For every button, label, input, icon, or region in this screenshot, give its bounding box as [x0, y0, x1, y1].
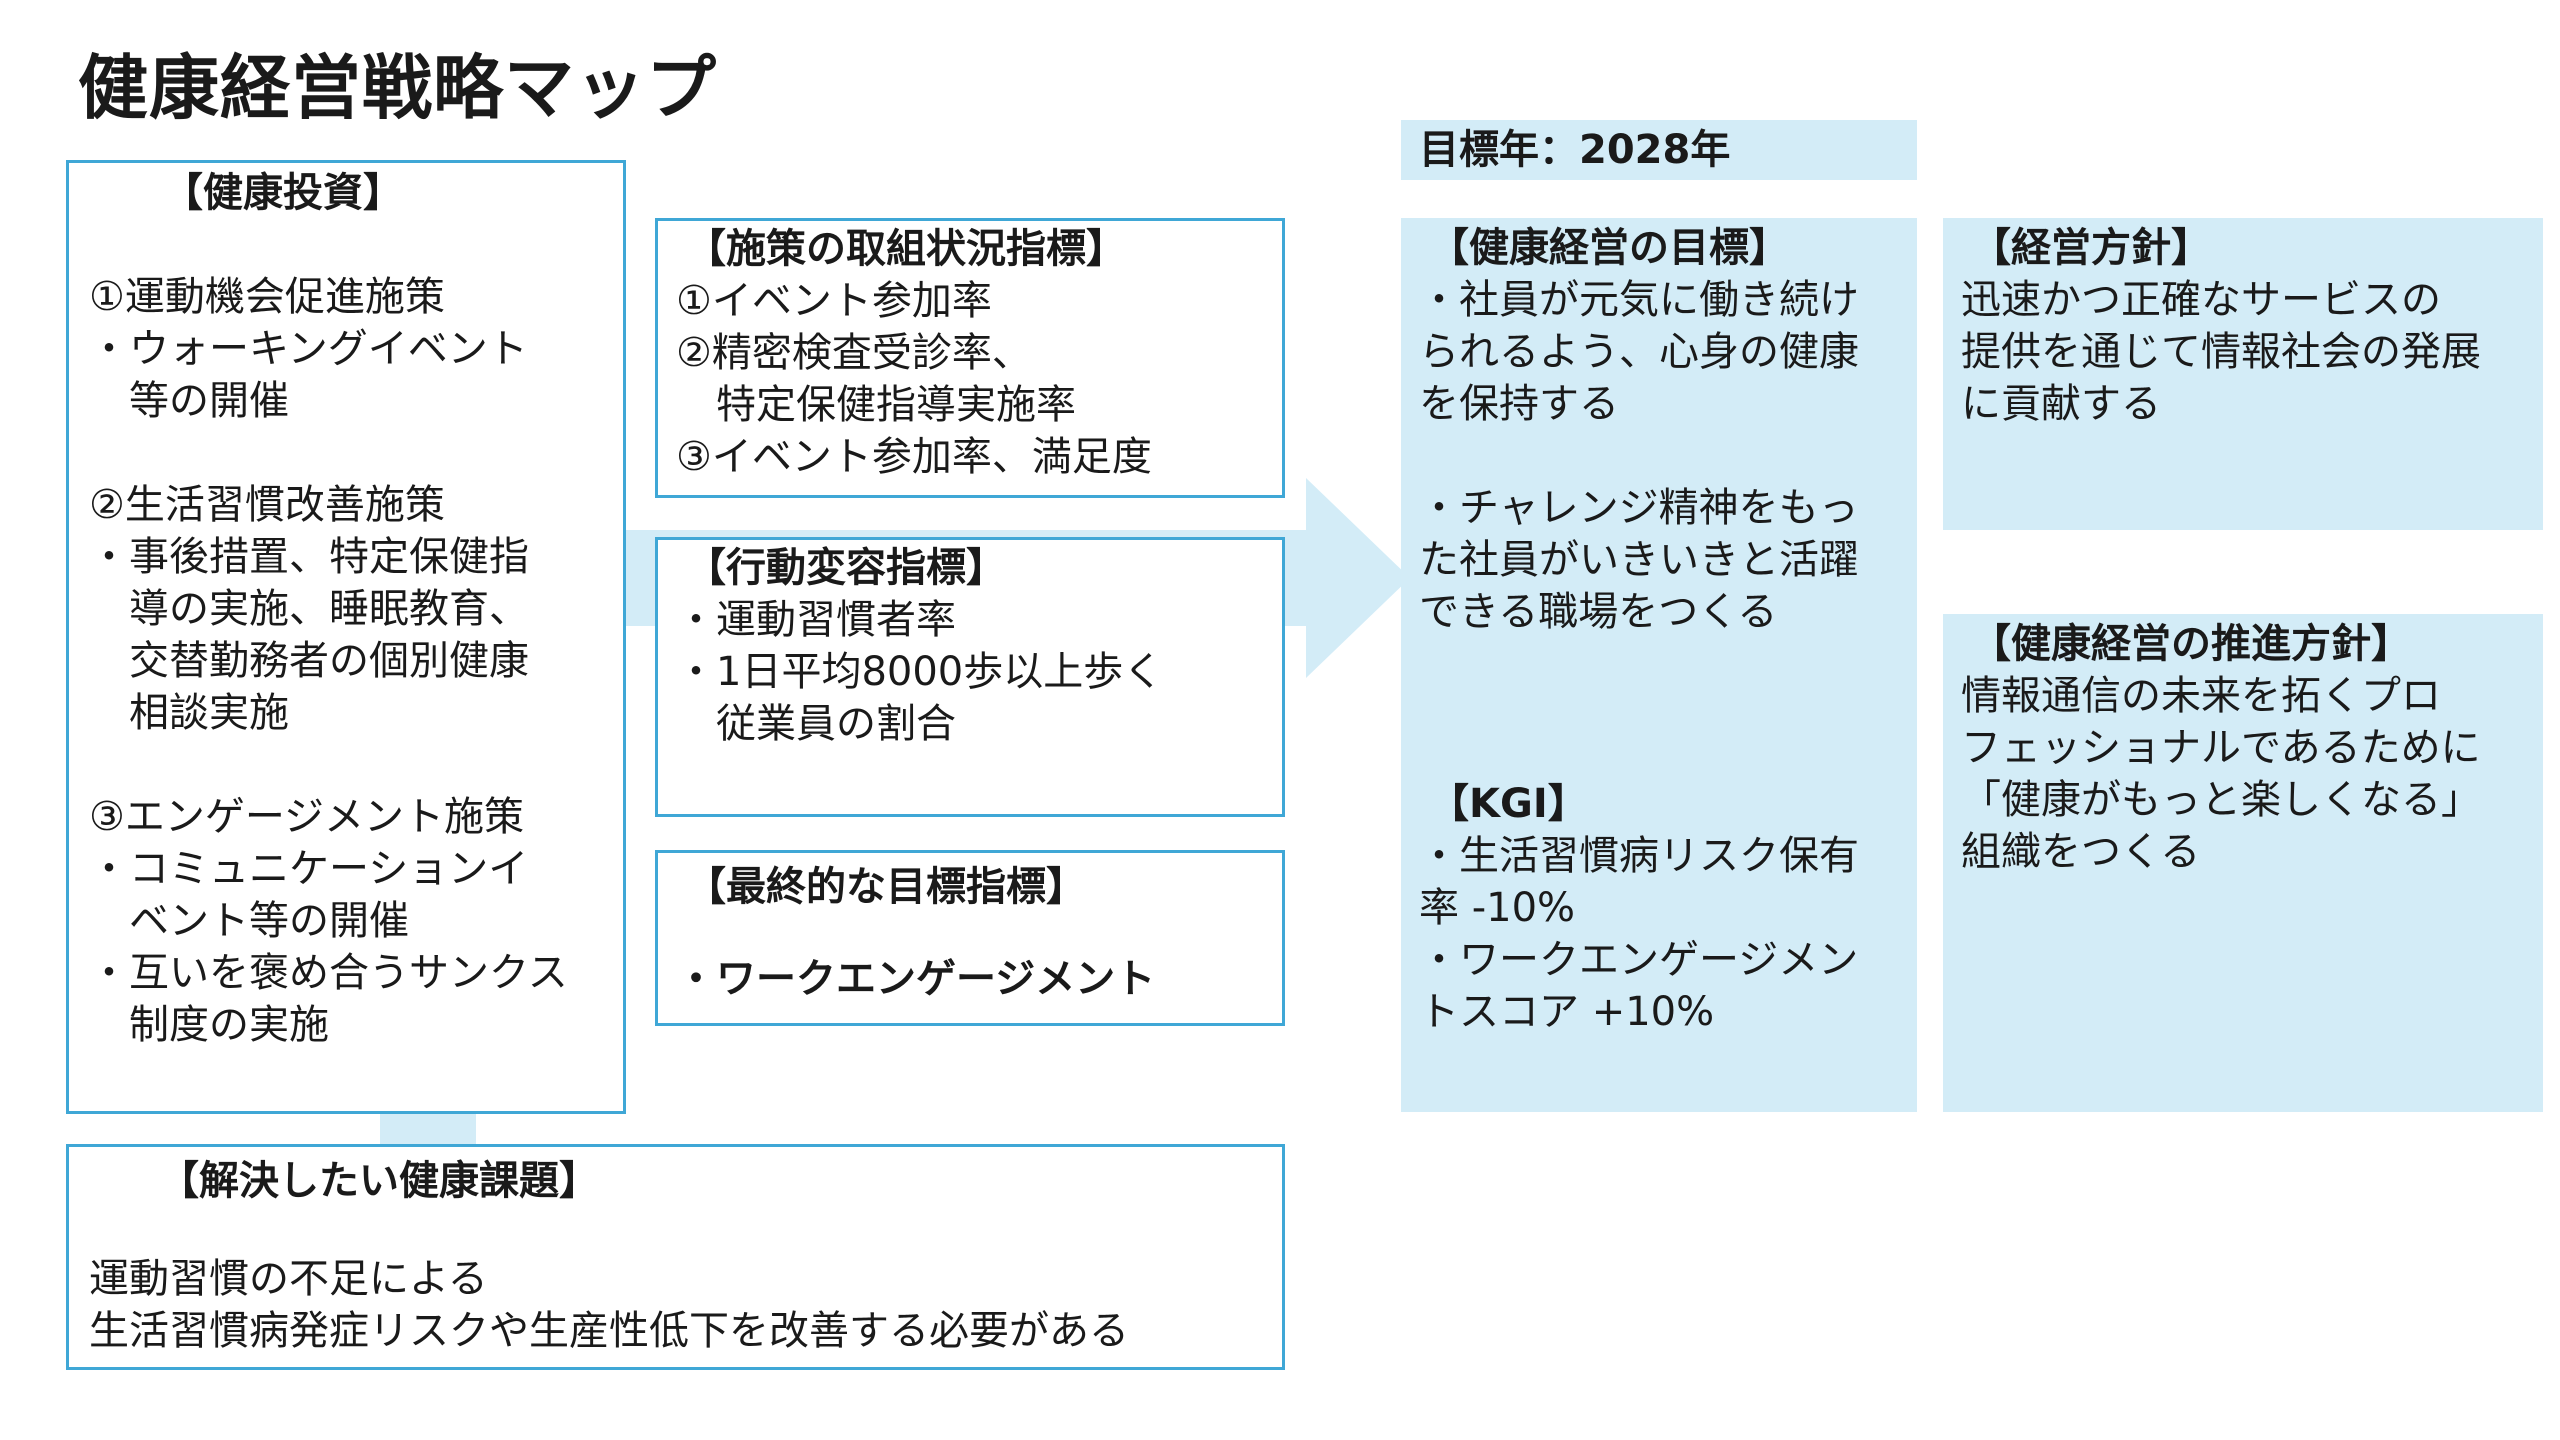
measure-3-item2-line1: ・互いを褒め合うサンクス [89, 950, 568, 996]
health-goal-line2: られるよう、心身の健康 [1419, 329, 1859, 375]
final-kpi-line1: ・ワークエンゲージメント [676, 956, 1156, 1002]
promotion-policy-panel: 【健康経営の推進方針】 情報通信の未来を拓くプロ フェッショナルであるために 「… [1943, 614, 2543, 1112]
health-goal-line3: を保持する [1419, 381, 1619, 427]
target-year-bar: 目標年：2028年 [1401, 120, 1917, 180]
progress-kpi-box: 【施策の取組状況指標】 ①イベント参加率 ②精密検査受診率、 特定保健指導実施率… [655, 218, 1285, 498]
final-kpi-box: 【最終的な目標指標】 ・ワークエンゲージメント [655, 850, 1285, 1026]
management-policy-line2: 提供を通じて情報社会の発展 [1961, 329, 2481, 375]
progress-kpi-line1: ①イベント参加率 [676, 278, 992, 324]
progress-kpi-line3: 特定保健指導実施率 [716, 382, 1076, 428]
health-issue-line1: 運動習慣の不足による [89, 1256, 488, 1302]
health-goal-line5: た社員がいきいきと活躍 [1419, 537, 1859, 583]
behavior-kpi-heading: 【行動変容指標】 [686, 545, 1006, 591]
behavior-kpi-line2: ・1日平均8000歩以上歩く [676, 649, 1164, 695]
measure-2-item-line3: 交替勤務者の個別健康 [129, 638, 529, 684]
target-year-label: 目標年：2028年 [1419, 127, 1731, 173]
health-issue-heading: 【解決したい健康課題】 [159, 1158, 599, 1204]
measure-1-title: ①運動機会促進施策 [89, 274, 445, 320]
health-goal-line1: ・社員が元気に働き続け [1419, 277, 1859, 323]
health-goal-line4: ・チャレンジ精神をもっ [1419, 485, 1859, 531]
promotion-policy-line4: 組織をつくる [1961, 829, 2201, 875]
measure-1-item-line1: ・ウォーキングイベント [89, 326, 528, 372]
measure-2-title: ②生活習慣改善施策 [89, 482, 445, 528]
health-issue-line2: 生活習慣病発症リスクや生産性低下を改善する必要がある [89, 1308, 1129, 1354]
management-policy-line1: 迅速かつ正確なサービスの [1961, 277, 2441, 323]
kgi-line1: ・生活習慣病リスク保有 [1419, 833, 1859, 879]
measure-3-title: ③エンゲージメント施策 [89, 794, 525, 840]
kgi-line4: トスコア +10% [1419, 989, 1715, 1035]
measure-3-item2-line2: 制度の実施 [129, 1002, 329, 1048]
progress-kpi-line4: ③イベント参加率、満足度 [676, 434, 1152, 480]
progress-kpi-line2: ②精密検査受診率、 [676, 330, 1032, 376]
page-title: 健康経営戦略マップ [78, 47, 717, 129]
measure-2-item-line4: 相談実施 [129, 690, 289, 736]
management-policy-line3: に貢献する [1961, 381, 2161, 427]
promotion-policy-line3: 「健康がもっと楽しくなる」 [1961, 777, 2481, 823]
promotion-policy-line1: 情報通信の未来を拓くプロ [1961, 673, 2441, 719]
progress-kpi-heading: 【施策の取組状況指標】 [686, 226, 1126, 272]
promotion-policy-line2: フェッショナルであるために [1961, 725, 2481, 771]
kgi-line2: 率 -10% [1419, 885, 1576, 931]
management-policy-heading: 【経営方針】 [1971, 225, 2211, 271]
measure-2-item-line2: 導の実施、睡眠教育、 [129, 586, 529, 632]
health-goal-heading: 【健康経営の目標】 [1429, 225, 1789, 271]
final-kpi-heading: 【最終的な目標指標】 [686, 864, 1086, 910]
connector-issue-to-investment [380, 1110, 476, 1146]
kgi-line3: ・ワークエンゲージメン [1419, 937, 1859, 983]
health-investment-box: 【健康投資】 ①運動機会促進施策 ・ウォーキングイベント 等の開催 ②生活習慣改… [66, 160, 626, 1114]
health-goal-panel: 【健康経営の目標】 ・社員が元気に働き続け られるよう、心身の健康 を保持する … [1401, 218, 1917, 1112]
behavior-kpi-line1: ・運動習慣者率 [676, 597, 956, 643]
health-goal-line6: できる職場をつくる [1419, 589, 1778, 635]
measure-1-item-line2: 等の開催 [129, 378, 289, 424]
behavior-kpi-line3: 従業員の割合 [716, 701, 956, 747]
measure-3-item1-line2: ベント等の開催 [129, 898, 409, 944]
health-investment-heading: 【健康投資】 [163, 170, 403, 216]
measure-2-item-line1: ・事後措置、特定保健指 [89, 534, 529, 580]
behavior-kpi-box: 【行動変容指標】 ・運動習慣者率 ・1日平均8000歩以上歩く 従業員の割合 [655, 537, 1285, 817]
health-issue-box: 【解決したい健康課題】 運動習慣の不足による 生活習慣病発症リスクや生産性低下を… [66, 1144, 1285, 1370]
kgi-heading: 【KGI】 [1429, 781, 1588, 827]
management-policy-panel: 【経営方針】 迅速かつ正確なサービスの 提供を通じて情報社会の発展 に貢献する [1943, 218, 2543, 530]
promotion-policy-heading: 【健康経営の推進方針】 [1971, 621, 2411, 667]
measure-3-item1-line1: ・コミュニケーションイ [89, 846, 529, 892]
